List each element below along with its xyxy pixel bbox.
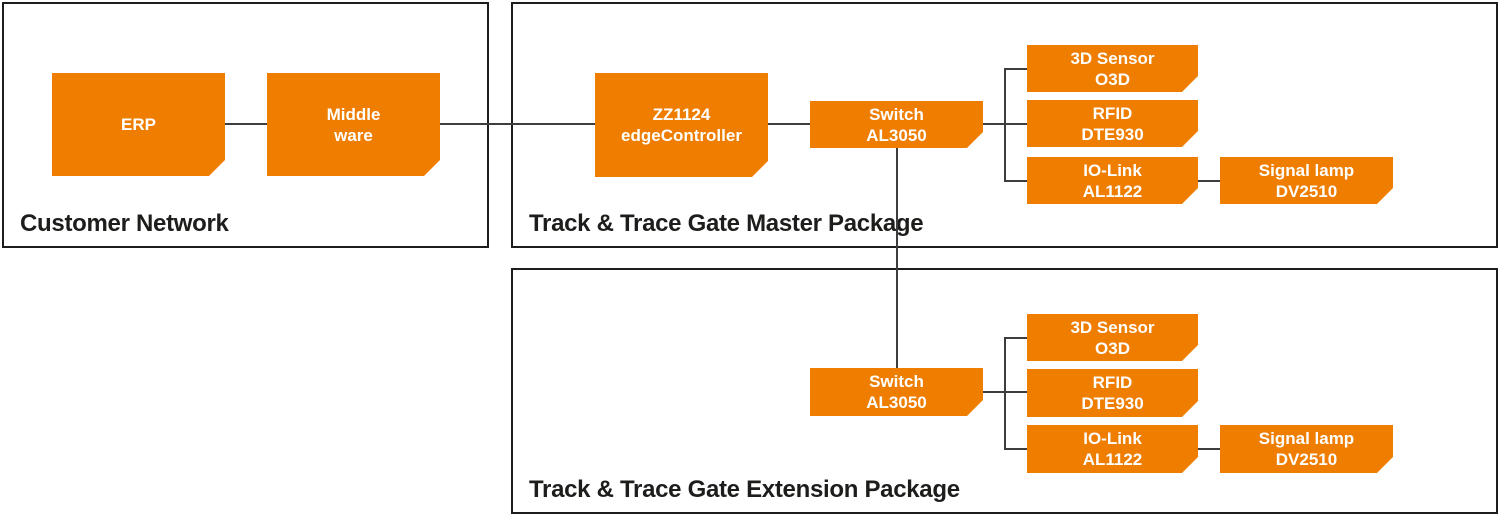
connector-extension-bus-3d-sensor	[1004, 337, 1027, 339]
node-master-signal-lamp: Signal lamp DV2510	[1220, 157, 1393, 204]
extension-package-group: Track & Trace Gate Extension Package	[511, 268, 1498, 514]
node-label-line2: AL3050	[866, 125, 927, 145]
connector-middleware-edgecontroller	[440, 123, 595, 125]
node-extension-signal-lamp: Signal lamp DV2510	[1220, 425, 1393, 473]
node-label-line1: 3D Sensor	[1070, 48, 1155, 68]
connector-master-switch-extension-switch	[896, 148, 898, 368]
node-label-line2: DTE930	[1081, 394, 1144, 413]
node-label-line2: ware	[334, 125, 373, 145]
connector-erp-middleware	[225, 123, 267, 125]
node-label-line2: O3D	[1095, 338, 1130, 358]
node-label-line1: RFID	[1092, 103, 1133, 123]
node-label-line1: ERP	[121, 115, 156, 134]
node-label-line1: IO-Link	[1083, 429, 1142, 448]
connector-master-io-link-signal-lamp	[1198, 180, 1220, 182]
node-master-3d-sensor: 3D Sensor O3D	[1027, 45, 1198, 92]
node-label-line2: DV2510	[1275, 181, 1338, 201]
node-label-line2: edgeController	[621, 126, 742, 145]
node-master-io-link: IO-Link AL1122	[1027, 157, 1198, 204]
customer-network-label: Customer Network	[20, 210, 229, 237]
node-label-line1: Signal lamp	[1258, 429, 1355, 448]
node-label-line2: AL3050	[866, 393, 927, 412]
node-master-switch: Switch AL3050	[810, 101, 983, 148]
connector-extension-bus-io-link	[1004, 448, 1027, 450]
master-package-label: Track & Trace Gate Master Package	[529, 210, 924, 237]
node-extension-switch: Switch AL3050	[810, 368, 983, 416]
node-extension-3d-sensor: 3D Sensor O3D	[1027, 314, 1198, 361]
node-label-line1: IO-Link	[1083, 160, 1142, 180]
node-label-line2: O3D	[1095, 69, 1130, 89]
connector-extension-io-link-signal-lamp	[1198, 448, 1220, 450]
node-label-line1: RFID	[1092, 373, 1133, 392]
node-label-line1: Signal lamp	[1258, 160, 1355, 180]
node-label-line1: ZZ1124	[652, 105, 711, 124]
master-package-group: Track & Trace Gate Master Package	[511, 2, 1498, 248]
connector-master-bus-3d-sensor	[1004, 68, 1027, 70]
node-edge-controller: ZZ1124 edgeController	[595, 73, 768, 177]
node-middleware: Middle ware	[267, 73, 440, 176]
node-label-line1: 3D Sensor	[1070, 317, 1155, 337]
node-label-line1: Middle	[326, 104, 381, 124]
node-label-line2: DV2510	[1275, 450, 1338, 469]
connector-master-bus-io-link	[1004, 180, 1027, 182]
node-extension-rfid: RFID DTE930	[1027, 369, 1198, 417]
node-label-line1: Switch	[869, 104, 924, 124]
node-extension-io-link: IO-Link AL1122	[1027, 425, 1198, 473]
node-label-line2: AL1122	[1082, 450, 1143, 469]
node-label-line2: AL1122	[1082, 181, 1143, 201]
extension-package-label: Track & Trace Gate Extension Package	[529, 476, 960, 503]
node-label-line2: DTE930	[1081, 124, 1144, 144]
node-erp: ERP	[52, 73, 225, 176]
node-label-line1: Switch	[869, 372, 924, 391]
node-master-rfid: RFID DTE930	[1027, 100, 1198, 147]
connector-edgecontroller-switch	[768, 123, 810, 125]
customer-network-group: Customer Network	[2, 2, 489, 248]
connector-master-bus	[1004, 68, 1006, 182]
connector-extension-bus	[1004, 337, 1006, 450]
